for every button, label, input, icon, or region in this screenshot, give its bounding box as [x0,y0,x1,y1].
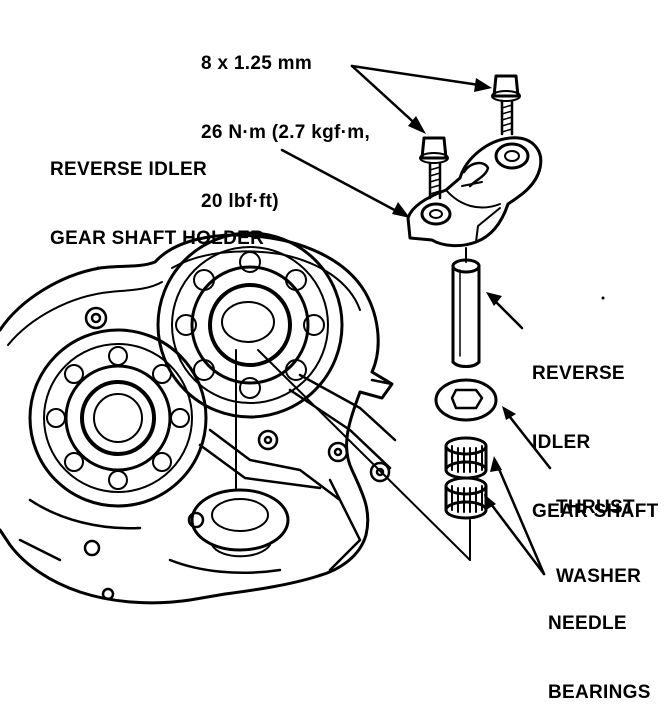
bolt-size-text: 8 x 1.25 mm [201,53,313,74]
assembly-centerlines [235,247,471,561]
transmission-housing [0,231,397,605]
torque-spec-label: 8 x 1.25 mm 26 N·m (2.7 kgf·m, 20 lbf·ft… [201,6,370,236]
washer-label: THRUST WASHER [556,450,641,611]
holder-label: REVERSE IDLER GEAR SHAFT HOLDER [50,112,264,273]
print-specks [96,266,605,300]
thrust-washer [434,378,498,422]
leader-lines [280,64,552,576]
shaft-label: REVERSE IDLER GEAR SHAFT [532,316,659,546]
holder-label-line-1: REVERSE IDLER [50,159,207,180]
flange-bolts [419,74,521,200]
reverse-idler-gear-shaft [451,258,481,368]
bearings-label: NEEDLE BEARINGS [548,566,651,727]
shaft-label-line-2: IDLER [532,432,591,453]
exploded-view-drawing [0,64,605,605]
arrowheads [392,78,516,510]
needle-bearings [444,436,488,520]
torque-metric-text: 26 N·m (2.7 kgf·m, [201,122,371,143]
washer-label-line-2: WASHER [556,566,642,587]
reverse-idler-gear-shaft-holder [406,136,543,248]
diagram-canvas: 8 x 1.25 mm 26 N·m (2.7 kgf·m, 20 lbf·ft… [0,6,659,703]
holder-label-line-2: GEAR SHAFT HOLDER [50,228,265,249]
bearings-label-line-1: NEEDLE [548,613,627,634]
torque-imperial-text: 20 lbf·ft) [201,191,279,212]
shaft-label-line-1: REVERSE [532,363,625,384]
bearings-label-line-2: BEARINGS [548,682,651,703]
washer-label-line-1: THRUST [556,497,635,518]
shaft-label-line-3: GEAR SHAFT [532,501,659,522]
